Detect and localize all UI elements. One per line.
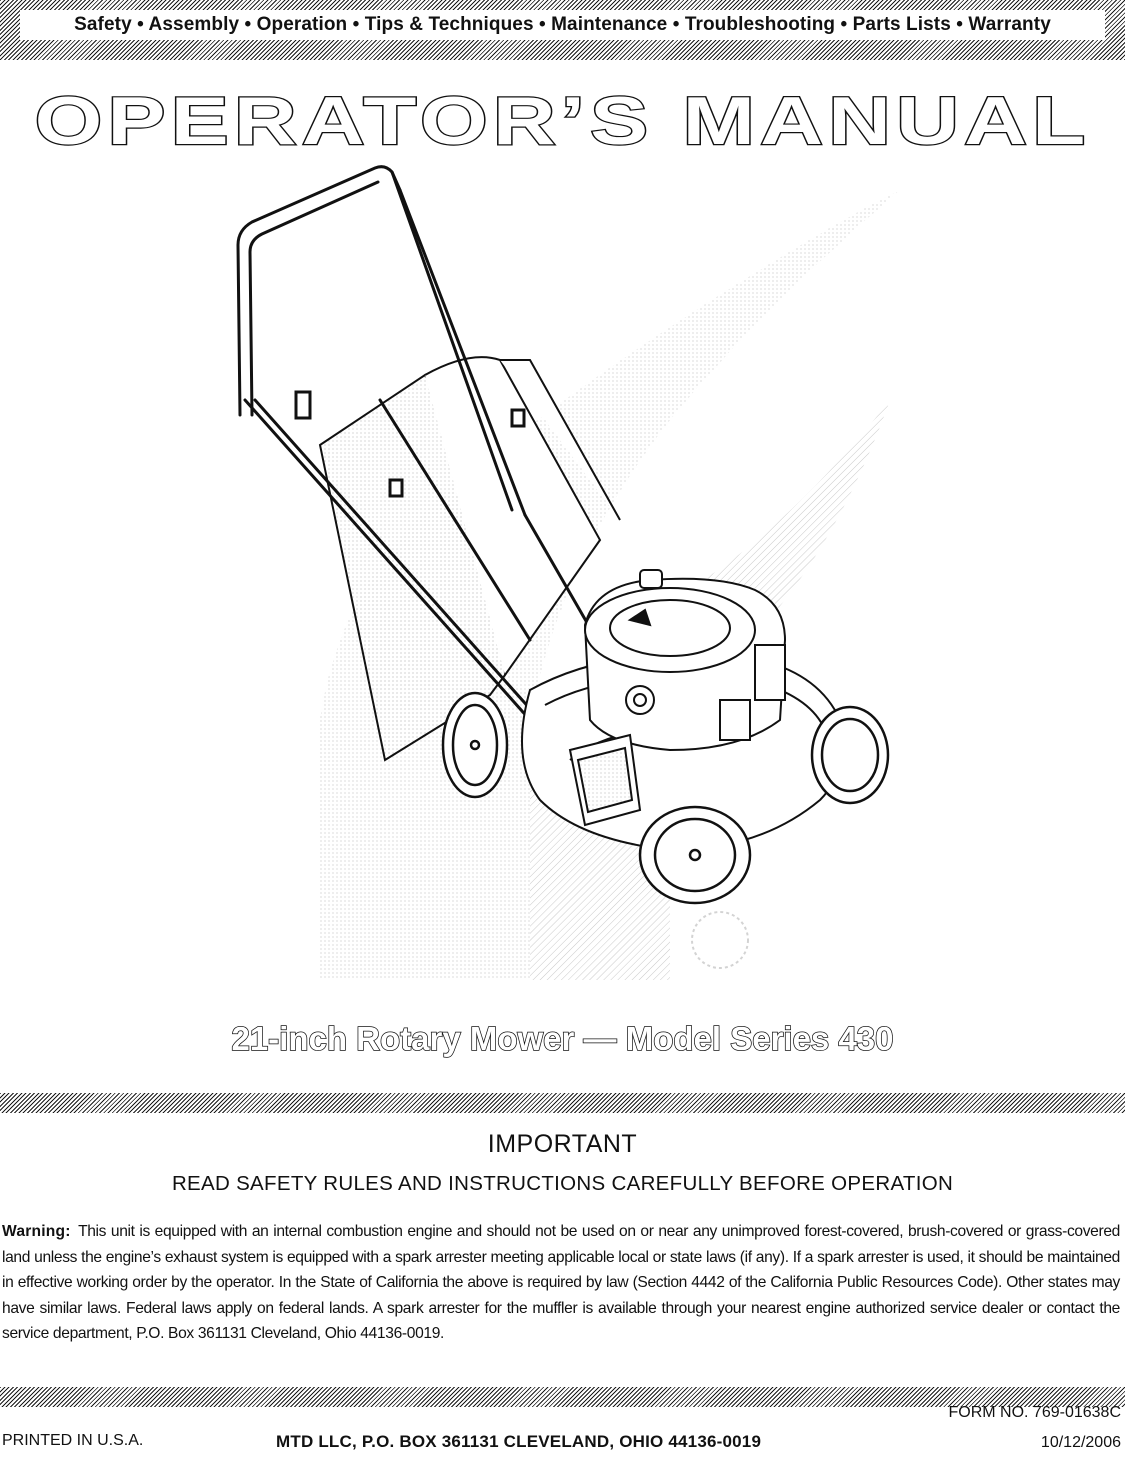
engine xyxy=(583,569,787,752)
bottom-hatch-band xyxy=(0,1387,1125,1407)
rear-door xyxy=(568,733,642,827)
mower-illustration xyxy=(236,165,900,980)
company-address: MTD LLC, P.O. BOX 361131 CLEVELAND, OHIO… xyxy=(276,1432,762,1451)
grass-catcher xyxy=(318,356,621,762)
model-title: 21-inch Rotary Mower — Model Series 430 xyxy=(231,1019,895,1058)
form-number: FORM NO. 769-01638C xyxy=(948,1404,1121,1421)
safety-instruction-heading: READ SAFETY RULES AND INSTRUCTIONS CAREF… xyxy=(171,1172,954,1195)
warning-text: This unit is equipped with an internal c… xyxy=(2,1223,1120,1343)
warning-paragraph: Warning: This unit is equipped with an i… xyxy=(2,1219,1120,1347)
middle-hatch-band xyxy=(0,1093,1125,1113)
important-heading: IMPORTANT xyxy=(487,1130,638,1158)
rear-left-wheel xyxy=(638,805,752,905)
front-left-wheel xyxy=(441,691,509,799)
rear-right-wheel xyxy=(810,705,890,805)
topics-bar: Safety • Assembly • Operation • Tips & T… xyxy=(20,10,1105,40)
warning-label: Warning: xyxy=(2,1223,71,1240)
manual-title: OPERATOR’S MANUAL xyxy=(33,82,1091,160)
form-date: 10/12/2006 xyxy=(1040,1434,1121,1451)
printed-in-label: PRINTED IN U.S.A. xyxy=(2,1432,144,1449)
